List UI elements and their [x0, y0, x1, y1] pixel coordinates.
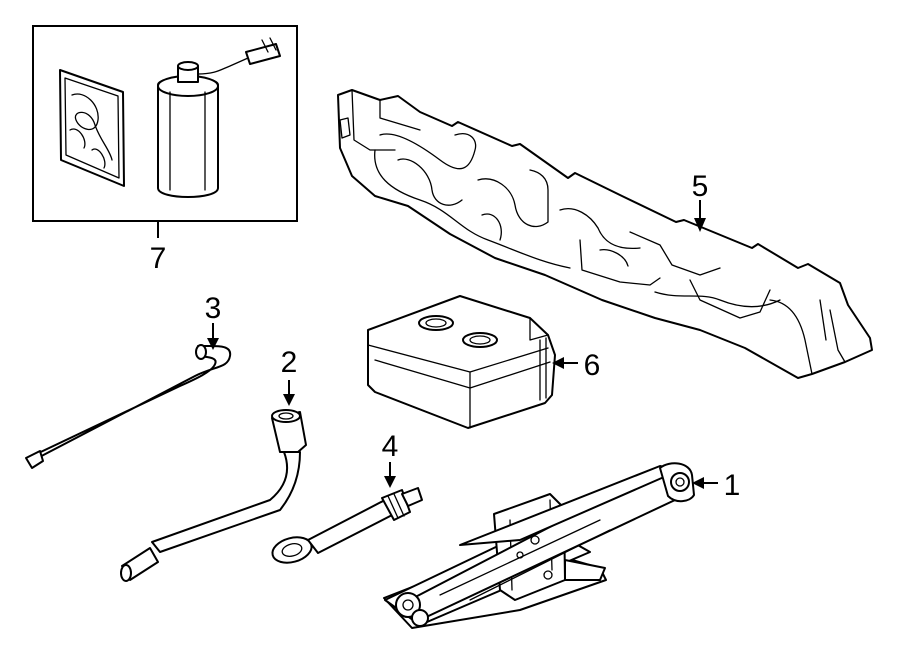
- tool-case-cap-left: [418, 315, 454, 331]
- tool-case: [367, 295, 556, 429]
- callout-6-arrow: [552, 357, 564, 369]
- callout-1: 1: [724, 469, 741, 502]
- callout-4: 4: [382, 430, 399, 463]
- callout-7: 7: [150, 242, 167, 275]
- callout-2-arrow: [283, 394, 295, 406]
- sealant-pouch: [59, 69, 125, 187]
- repair-kit-group: [32, 25, 298, 222]
- callout-1-arrow: [692, 477, 704, 489]
- compressor-canister: [157, 37, 281, 198]
- callout-4-arrow: [384, 476, 396, 488]
- callout-6: 6: [584, 349, 601, 382]
- scissor-jack: [383, 462, 695, 629]
- callout-5-arrow: [694, 218, 706, 232]
- tow-hook: [271, 487, 423, 564]
- callout-3-arrow: [207, 338, 219, 350]
- jack-handle: [25, 344, 232, 469]
- lug-wrench: [120, 409, 307, 582]
- repair-kit-frame: [32, 25, 298, 222]
- callout-3: 3: [205, 292, 222, 325]
- tool-case-cap-right: [462, 332, 498, 348]
- tool-tray: [337, 89, 873, 379]
- callout-2: 2: [281, 346, 298, 379]
- callout-5: 5: [692, 170, 709, 203]
